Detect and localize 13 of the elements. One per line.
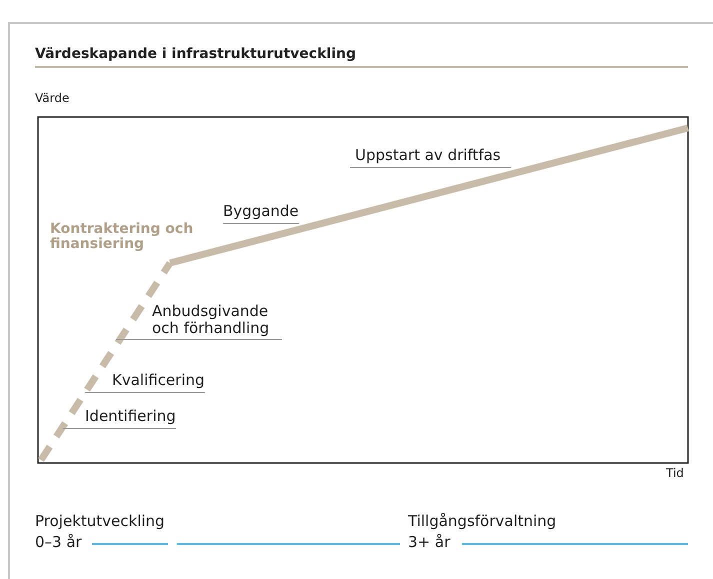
axis-label: Värde: [35, 92, 70, 106]
axis-label: Tid: [666, 467, 684, 480]
phase-duration: 3+ år: [408, 534, 450, 550]
stage-label: Kontraktering och finansiering: [50, 222, 194, 253]
stage-label: Kvalificering: [85, 372, 205, 392]
stage-label: Uppstart av driftfas: [350, 147, 511, 168]
chart-title: Värdeskapande i infrastrukturutveckling: [35, 46, 356, 62]
phase-duration: 0–3 år: [35, 534, 82, 550]
stage-label: Anbudsgivande och förhandling: [116, 303, 282, 340]
stage-label: Identifiering: [63, 408, 176, 428]
phase-label: Tillgångsförvaltning: [408, 513, 556, 530]
phase-label: Projektutveckling: [35, 513, 165, 530]
stage-label: Byggande: [223, 203, 299, 224]
